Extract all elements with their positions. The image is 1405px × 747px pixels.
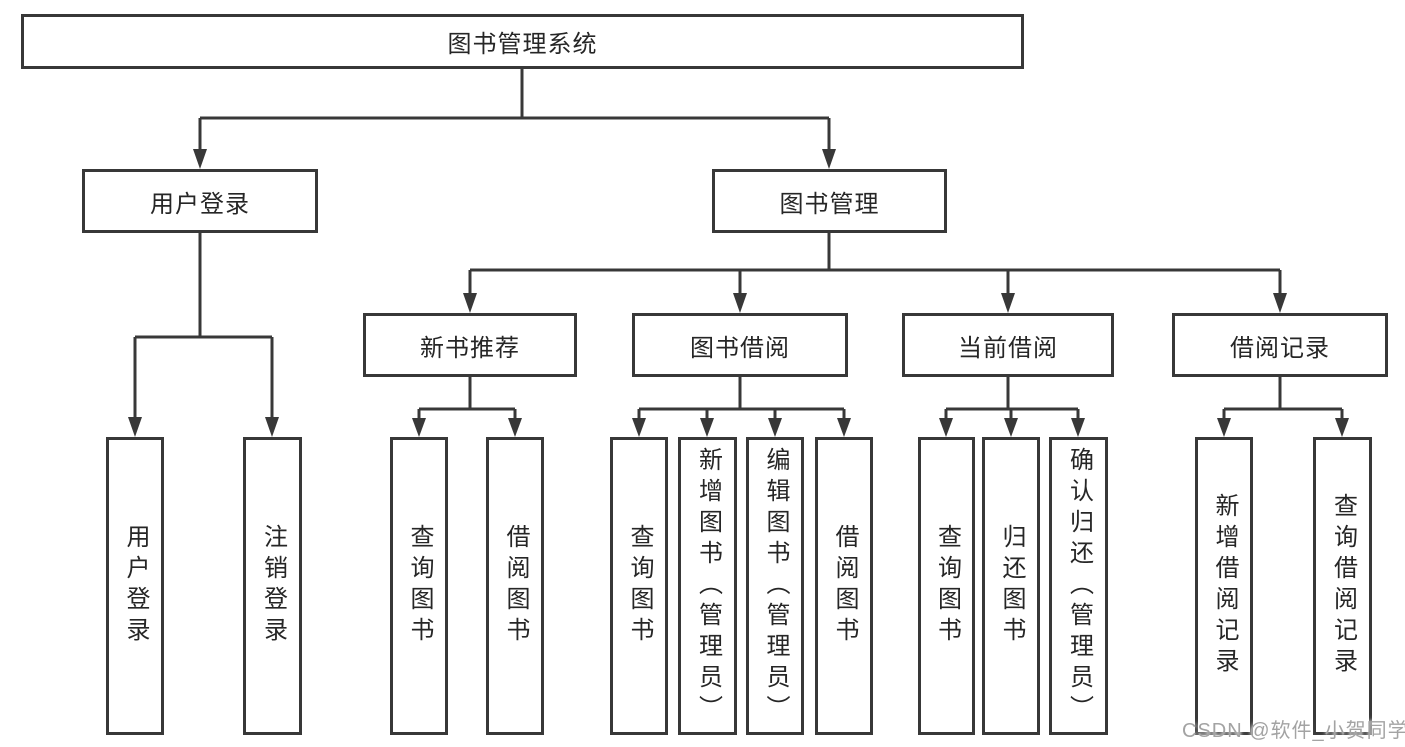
leaf-cb-query-books: 查询图书 [918, 437, 975, 735]
node-user-login-label: 用户登录 [150, 190, 250, 218]
node-borrowing-records-label: 借阅记录 [1230, 334, 1330, 362]
node-borrowing-records: 借阅记录 [1172, 313, 1388, 377]
node-book-borrowing-label: 图书借阅 [690, 334, 790, 362]
leaf-bb-add-books-admin-label: 新增图书（管理员） [694, 446, 722, 726]
leaf-cb-return-books: 归还图书 [982, 437, 1040, 735]
node-new-book-recommend: 新书推荐 [363, 313, 577, 377]
node-root-label: 图书管理系统 [447, 31, 598, 58]
leaf-bb-add-books-admin: 新增图书（管理员） [678, 437, 737, 735]
node-current-borrowing: 当前借阅 [902, 313, 1114, 377]
connector-root-to-level2 [193, 68, 836, 169]
leaf-bb-query-books: 查询图书 [610, 437, 668, 735]
leaf-br-query-record: 查询借阅记录 [1313, 437, 1372, 735]
leaf-cb-confirm-return-admin: 确认归还（管理员） [1049, 437, 1108, 735]
leaf-nbr-borrow-books: 借阅图书 [486, 437, 544, 735]
node-book-management: 图书管理 [712, 169, 947, 233]
leaf-nbr-query-books-label: 查询图书 [406, 524, 433, 648]
leaf-bb-borrow-books-label: 借阅图书 [831, 524, 858, 648]
leaf-br-query-record-label: 查询借阅记录 [1329, 493, 1357, 679]
connector-current-borrowing-children [939, 377, 1085, 437]
leaf-user-login: 用户登录 [106, 437, 164, 735]
leaf-cb-confirm-return-admin-label: 确认归还（管理员） [1065, 446, 1093, 726]
leaf-logout-label: 注销登录 [259, 524, 287, 648]
leaf-cb-return-books-label: 归还图书 [998, 524, 1025, 648]
connector-new-book-recommend-children [412, 377, 522, 437]
leaf-nbr-query-books: 查询图书 [390, 437, 448, 735]
leaf-bb-borrow-books: 借阅图书 [815, 437, 873, 735]
connector-book-borrowing-children [632, 377, 851, 437]
connector-borrowing-records-children [1217, 377, 1349, 437]
watermark: CSDN @软件_小贺同学 [1182, 720, 1405, 742]
leaf-br-add-record: 新增借阅记录 [1195, 437, 1253, 735]
leaf-bb-edit-books-admin-label: 编辑图书（管理员） [762, 446, 789, 726]
node-user-login: 用户登录 [82, 169, 318, 233]
leaf-user-login-label: 用户登录 [122, 524, 149, 648]
node-root: 图书管理系统 [21, 14, 1024, 69]
connector-user-login-children [128, 233, 279, 437]
node-current-borrowing-label: 当前借阅 [958, 334, 1058, 362]
leaf-br-add-record-label: 新增借阅记录 [1211, 493, 1238, 679]
connector-book-management-children [463, 233, 1287, 313]
leaf-bb-edit-books-admin: 编辑图书（管理员） [746, 437, 804, 735]
node-book-management-label: 图书管理 [779, 190, 880, 218]
leaf-logout: 注销登录 [243, 437, 302, 735]
leaf-cb-query-books-label: 查询图书 [933, 524, 961, 648]
leaf-nbr-borrow-books-label: 借阅图书 [502, 524, 529, 648]
node-book-borrowing: 图书借阅 [632, 313, 848, 377]
leaf-bb-query-books-label: 查询图书 [626, 524, 653, 648]
node-new-book-recommend-label: 新书推荐 [420, 334, 520, 362]
